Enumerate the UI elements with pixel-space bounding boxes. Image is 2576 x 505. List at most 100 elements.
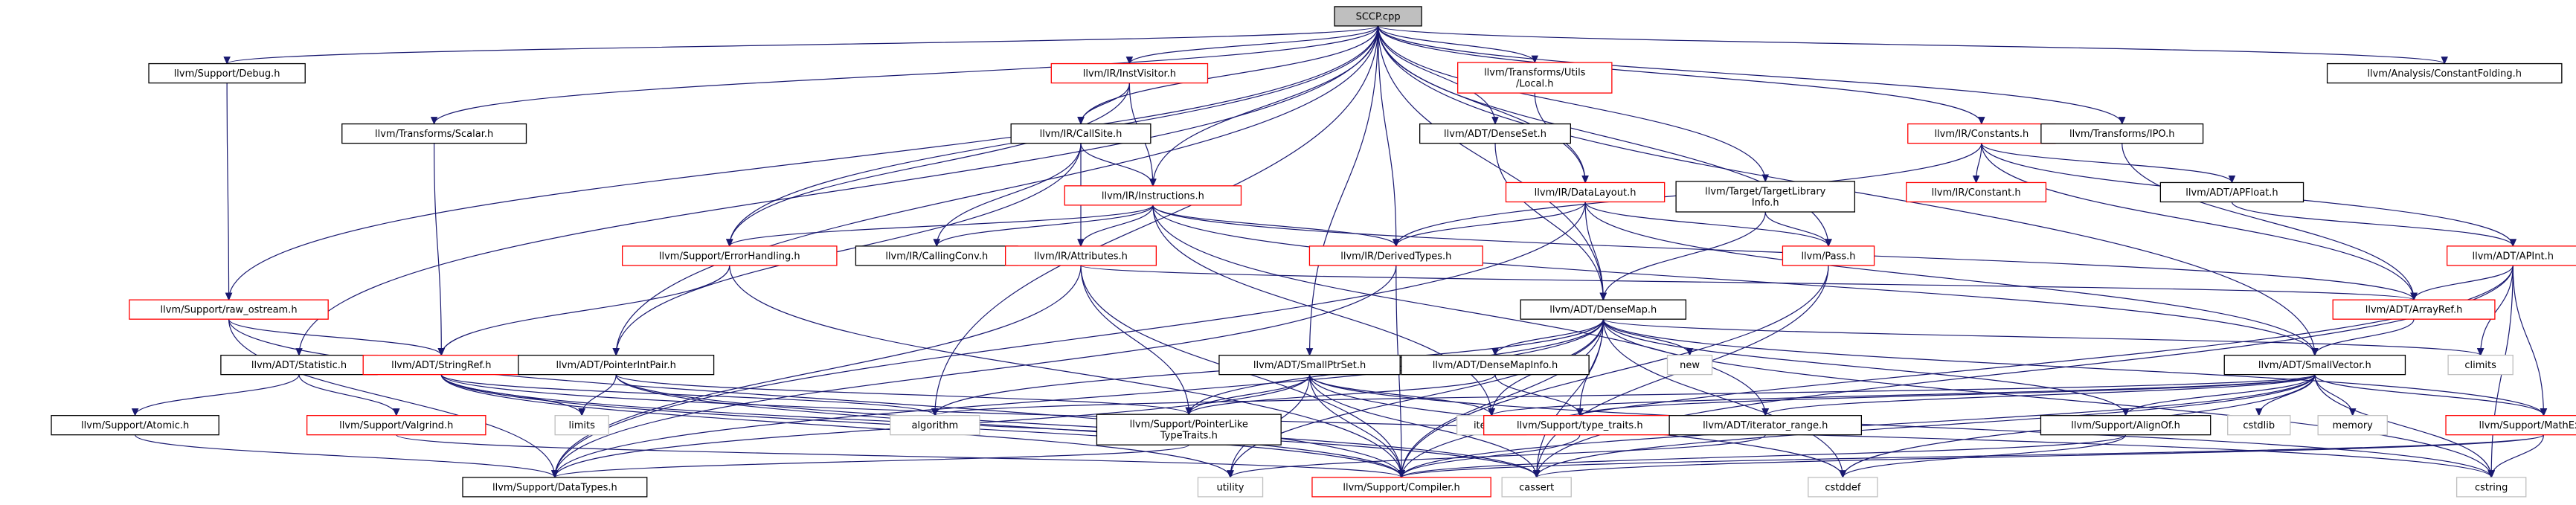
- edge-sccp-to-scalar: [430, 25, 1379, 125]
- node-box: [2455, 477, 2527, 498]
- node-label: llvm/IR/Attributes.h: [1034, 251, 1128, 262]
- edge-densemap-to-climits: [1602, 318, 2485, 356]
- node-callsite[interactable]: llvm/IR/CallSite.h: [1010, 123, 1152, 144]
- edge-sccp-to-smallptrset: [1305, 25, 1379, 356]
- edge-mathextras-to-cassert: [1532, 434, 2545, 479]
- node-apfloat[interactable]: llvm/ADT/APFloat.h: [2159, 181, 2304, 203]
- node-stringref[interactable]: llvm/ADT/StringRef.h: [362, 354, 521, 376]
- node-cstddef: cstddef: [1808, 477, 1878, 498]
- node-densemap[interactable]: llvm/ADT/DenseMap.h: [1520, 299, 1687, 320]
- edge-callsite-to-instructions: [1080, 143, 1157, 187]
- edge-smallvector-to-memory: [2314, 374, 2357, 416]
- node-apint[interactable]: llvm/ADT/APInt.h: [2447, 245, 2576, 266]
- node-cassert: cassert: [1501, 477, 1572, 498]
- node-mathextras[interactable]: llvm/Support/MathExtras.h: [2445, 415, 2576, 436]
- node-denseset[interactable]: llvm/ADT/DenseSet.h: [1419, 123, 1571, 144]
- node-pass[interactable]: llvm/Pass.h: [1782, 245, 1875, 266]
- node-local[interactable]: llvm/Transforms/Utils/Local.h: [1457, 62, 1613, 94]
- edge-constants-to-arrayref: [1981, 143, 2418, 301]
- node-box: [1666, 354, 1713, 376]
- node-ipo[interactable]: llvm/Transforms/IPO.h: [2040, 123, 2204, 144]
- node-scalar[interactable]: llvm/Transforms/Scalar.h: [341, 123, 527, 144]
- edge-scalar-to-stringref: [434, 143, 446, 356]
- node-constant[interactable]: llvm/IR/Constant.h: [1906, 181, 2047, 203]
- node-atomic[interactable]: llvm/Support/Atomic.h: [51, 415, 219, 436]
- node-box: [518, 354, 715, 376]
- edge-statistic-to-valgrind: [298, 374, 400, 416]
- node-attributes[interactable]: llvm/IR/Attributes.h: [1005, 245, 1157, 266]
- node-pointerintpair[interactable]: llvm/ADT/PointerIntPair.h: [518, 354, 715, 376]
- node-box: [2445, 415, 2576, 436]
- node-label: llvm/Support/ErrorHandling.h: [659, 251, 800, 262]
- node-statistic[interactable]: llvm/ADT/Statistic.h: [220, 354, 378, 376]
- node-iteratorrange[interactable]: llvm/ADT/iterator_range.h: [1668, 415, 1863, 436]
- edge-tli-to-pass: [1764, 211, 1832, 248]
- node-box: [2223, 354, 2406, 376]
- node-box: [1308, 245, 1483, 266]
- edge-densemap-to-datatypes: [551, 319, 1604, 479]
- node-label: llvm/IR/DataLayout.h: [1535, 187, 1637, 199]
- node-label: cstddef: [1825, 482, 1861, 493]
- node-box: [2317, 415, 2388, 436]
- node-compiler[interactable]: llvm/Support/Compiler.h: [1311, 477, 1491, 498]
- node-debug[interactable]: llvm/Support/Debug.h: [148, 62, 306, 84]
- node-label: llvm/Transforms/IPO.h: [2069, 129, 2175, 140]
- node-box: [220, 354, 378, 376]
- edge-atomic-to-datatypes: [135, 434, 559, 479]
- node-datalayout[interactable]: llvm/IR/DataLayout.h: [1505, 181, 1666, 203]
- node-rawostream[interactable]: llvm/Support/raw_ostream.h: [129, 299, 329, 320]
- node-box: [2040, 415, 2212, 436]
- edge-apfloat-to-apint: [2231, 202, 2517, 248]
- node-climits: climits: [2447, 354, 2514, 376]
- node-box: [129, 299, 329, 320]
- node-datatypes[interactable]: llvm/Support/DataTypes.h: [462, 477, 648, 498]
- node-cstdlib: cstdlib: [2227, 415, 2291, 436]
- node-instructions[interactable]: llvm/IR/Instructions.h: [1064, 185, 1242, 206]
- edge-sccp-to-constfold: [1377, 25, 2448, 65]
- node-label: llvm/ADT/APInt.h: [2473, 251, 2554, 262]
- node-derivedtypes[interactable]: llvm/IR/DerivedTypes.h: [1308, 245, 1483, 266]
- edge-debug-to-rawostream: [225, 83, 233, 301]
- node-label: llvm/Support/AlignOf.h: [2071, 420, 2180, 431]
- node-box: [1197, 477, 1264, 498]
- edge-datalayout-to-derivedtypes: [1393, 202, 1586, 248]
- node-box: [1906, 181, 2047, 203]
- edge-pointerintpair-to-limits: [578, 374, 617, 416]
- node-box: [306, 415, 486, 436]
- edge-mathextras-to-compiler: [1398, 434, 2545, 479]
- node-box: [1782, 245, 1875, 266]
- node-constfold[interactable]: llvm/Analysis/ConstantFolding.h: [2326, 62, 2563, 84]
- node-instvisitor[interactable]: llvm/IR/InstVisitor.h: [1050, 62, 1209, 84]
- node-label: climits: [2464, 360, 2496, 371]
- node-alignof[interactable]: llvm/Support/AlignOf.h: [2040, 415, 2212, 436]
- node-box: [2447, 354, 2514, 376]
- node-box: [1401, 354, 1590, 376]
- node-smallvector[interactable]: llvm/ADT/SmallVector.h: [2223, 354, 2406, 376]
- node-valgrind[interactable]: llvm/Support/Valgrind.h: [306, 415, 486, 436]
- node-utility: utility: [1197, 477, 1264, 498]
- node-box: [1334, 6, 1422, 27]
- node-label: llvm/Support/type_traits.h: [1517, 420, 1643, 431]
- node-box: [2326, 62, 2563, 84]
- node-constants[interactable]: llvm/IR/Constants.h: [1907, 123, 2056, 144]
- edge-instructions-to-attributes: [1077, 205, 1154, 248]
- node-densemapinfo[interactable]: llvm/ADT/DenseMapInfo.h: [1401, 354, 1590, 376]
- node-callingconv[interactable]: llvm/IR/CallingConv.h: [855, 245, 1018, 266]
- node-arrayref[interactable]: llvm/ADT/ArrayRef.h: [2332, 299, 2496, 320]
- node-box: [1064, 185, 1242, 206]
- node-box: [2332, 299, 2496, 320]
- edge-rawostream-to-stringref: [228, 318, 446, 356]
- node-label: llvm/ADT/iterator_range.h: [1703, 420, 1828, 431]
- node-label: llvm/IR/DerivedTypes.h: [1340, 251, 1451, 262]
- node-typetraits[interactable]: llvm/Support/type_traits.h: [1483, 415, 1677, 436]
- node-errhandling[interactable]: llvm/Support/ErrorHandling.h: [621, 245, 838, 266]
- node-algorithm: algorithm: [890, 415, 980, 436]
- node-label: llvm/Support/DataTypes.h: [492, 482, 617, 493]
- edge-densemapinfo-to-ptrliketypetraits: [1185, 374, 1496, 416]
- node-smallptrset[interactable]: llvm/ADT/SmallPtrSet.h: [1218, 354, 1401, 376]
- edge-sccp-to-ipo: [1377, 25, 2126, 125]
